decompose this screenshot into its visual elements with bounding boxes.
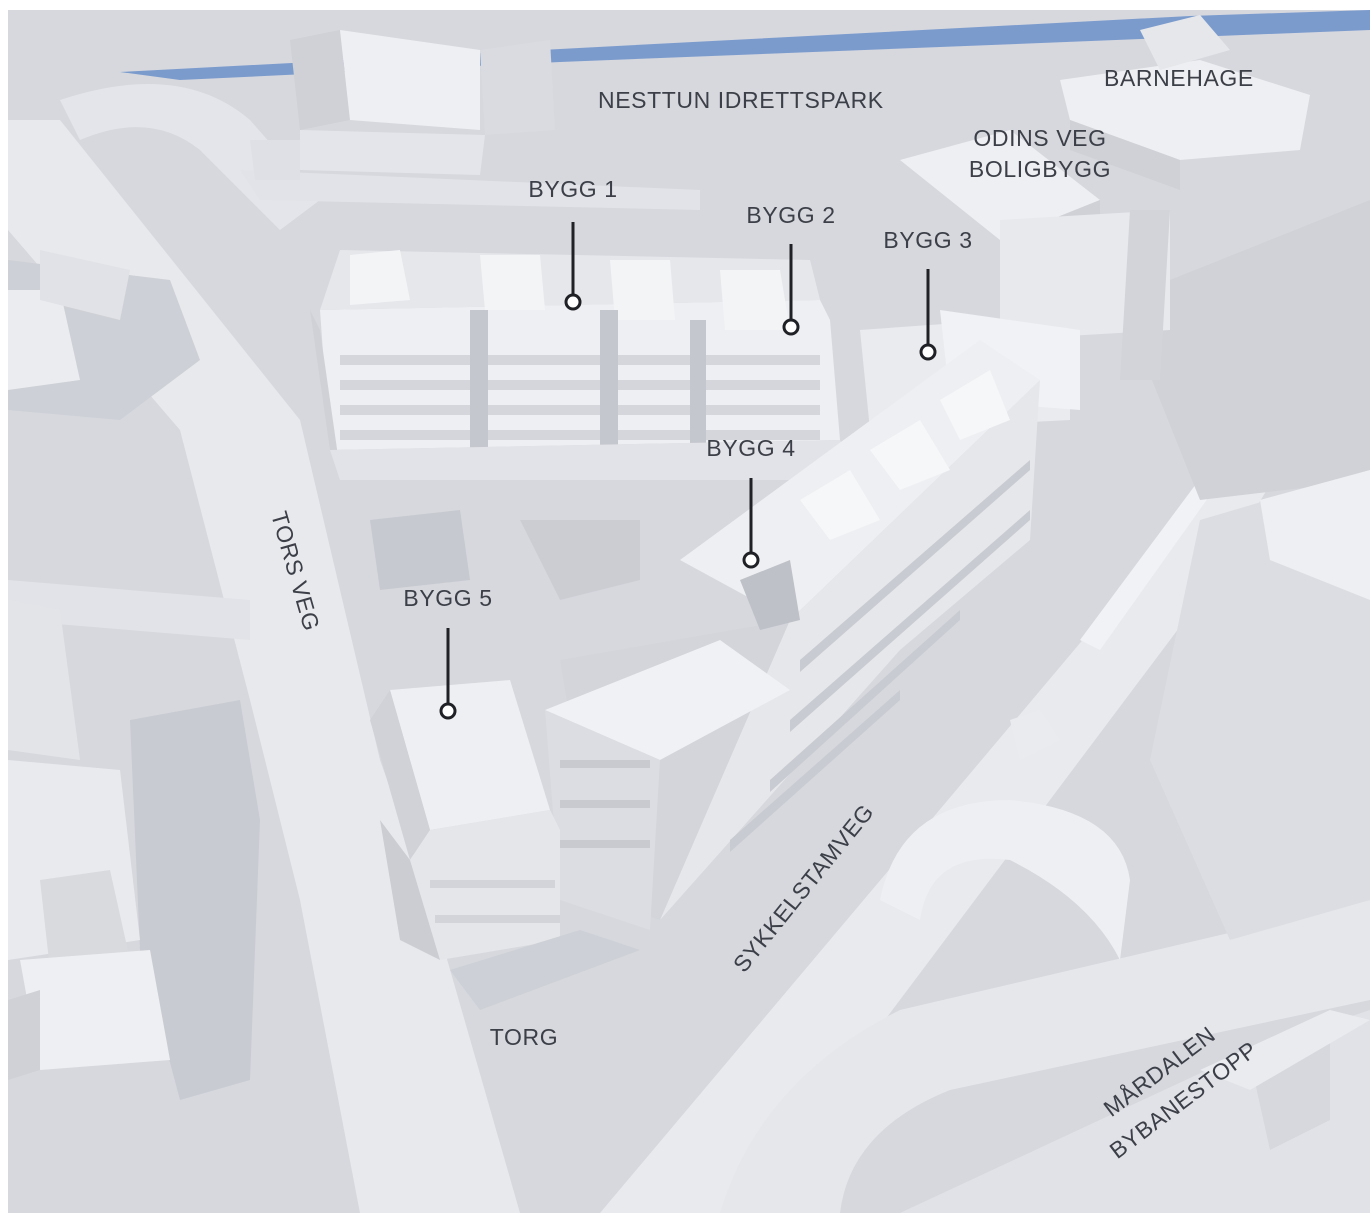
roads xyxy=(8,84,1370,1213)
label-barnehage: BARNEHAGE xyxy=(1104,65,1254,91)
bygg-1-marker xyxy=(564,293,582,311)
label-bygg-4: BYGG 4 xyxy=(706,435,796,461)
terrain-shading xyxy=(8,200,1370,1100)
bygg-3-marker xyxy=(919,343,937,361)
bygg-4-block xyxy=(545,340,1040,930)
bygg-2-marker xyxy=(782,318,800,336)
bygg-4-marker xyxy=(742,551,760,569)
label-bygg-3: BYGG 3 xyxy=(883,227,973,253)
bygg-1-2-block xyxy=(310,250,860,480)
label-torg: TORG xyxy=(489,1024,559,1050)
label-bygg-1: BYGG 1 xyxy=(528,176,618,202)
bygg-5-marker xyxy=(439,702,457,720)
label-nesttun-idrettspark: NESTTUN IDRETTSPARK xyxy=(598,87,884,113)
building-markers xyxy=(439,222,937,720)
label-boligbygg: BOLIGBYGG xyxy=(968,156,1112,182)
context-buildings xyxy=(8,15,1370,1150)
label-odins-veg: ODINS VEG xyxy=(973,125,1107,151)
bygg-5-block xyxy=(370,680,640,1010)
label-bygg-2: BYGG 2 xyxy=(746,202,836,228)
label-bygg-5: BYGG 5 xyxy=(403,585,493,611)
